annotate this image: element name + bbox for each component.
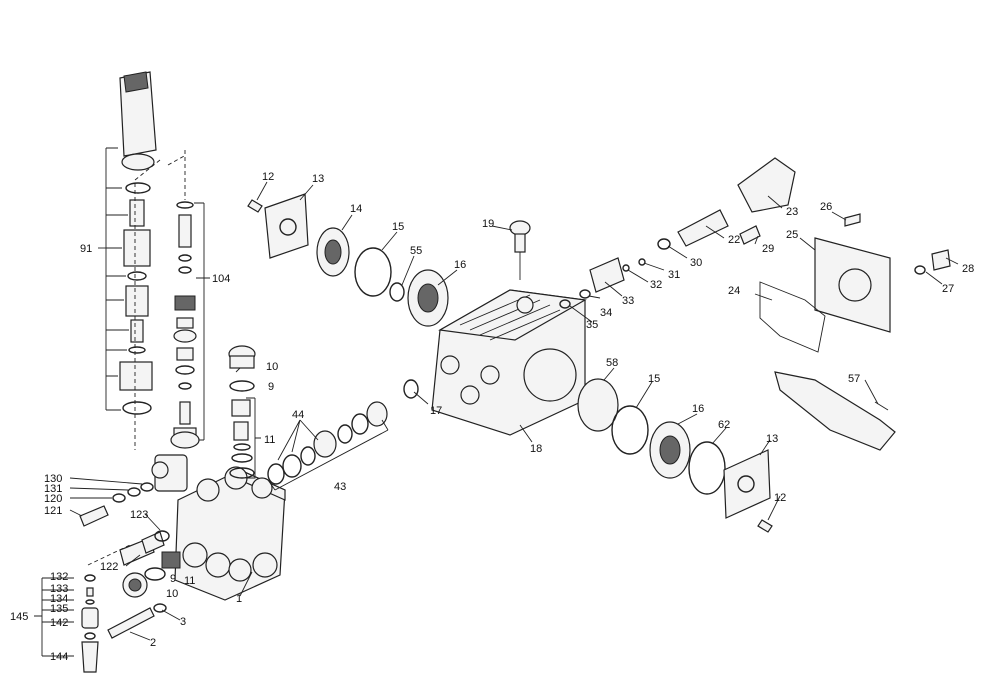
label-10-upper: 10 (266, 361, 278, 373)
label-9-lower: 9 (170, 573, 176, 585)
crankshaft-parts (247, 157, 951, 533)
label-11-lower: 11 (184, 575, 195, 587)
label-122: 122 (100, 561, 118, 573)
label-55: 55 (410, 245, 422, 257)
label-34: 34 (600, 307, 612, 319)
label-14: 14 (350, 203, 362, 215)
label-43: 43 (334, 481, 346, 493)
label-142: 142 (50, 617, 68, 629)
label-31: 31 (668, 269, 680, 281)
label-28: 28 (962, 263, 974, 275)
injector-stack (34, 574, 99, 673)
label-19: 19 (482, 218, 494, 230)
label-25: 25 (786, 229, 798, 241)
label-26: 26 (820, 201, 832, 213)
label-13-upper: 13 (312, 173, 324, 185)
label-104: 104 (212, 273, 230, 285)
label-32: 32 (650, 279, 662, 291)
valve-stack (167, 150, 210, 443)
label-145: 145 (10, 611, 28, 623)
label-62: 62 (718, 419, 730, 431)
label-16-upper: 16 (454, 259, 466, 271)
part-labels: 1 2 3 9 9 10 10 11 11 12 12 13 13 14 15 … (10, 171, 974, 663)
manifold-small-parts (69, 345, 261, 639)
label-29: 29 (762, 243, 774, 255)
label-12-upper: 12 (262, 171, 274, 183)
label-91: 91 (80, 243, 92, 255)
label-16-lower: 16 (692, 403, 704, 415)
label-9-upper: 9 (268, 381, 274, 393)
label-35: 35 (586, 319, 598, 331)
label-10-lower: 10 (166, 588, 178, 600)
label-15-lower: 15 (648, 373, 660, 385)
label-11-upper: 11 (264, 434, 275, 446)
label-131: 131 (44, 483, 62, 495)
label-17: 17 (430, 405, 442, 417)
label-121: 121 (44, 505, 62, 517)
label-1: 1 (236, 593, 242, 605)
label-23: 23 (786, 206, 798, 218)
label-24: 24 (728, 285, 740, 297)
label-123: 123 (130, 509, 148, 521)
unloader-assembly (98, 71, 161, 450)
label-22: 22 (728, 234, 740, 246)
label-18: 18 (530, 443, 542, 455)
label-33: 33 (622, 295, 634, 307)
label-12-lower: 12 (774, 492, 786, 504)
label-134: 134 (50, 593, 68, 605)
seal-kit (267, 401, 389, 491)
label-30: 30 (690, 257, 702, 269)
label-15-upper: 15 (392, 221, 404, 233)
label-27: 27 (942, 283, 954, 295)
label-144: 144 (50, 651, 68, 663)
label-135: 135 (50, 603, 68, 615)
label-120: 120 (44, 493, 62, 505)
label-2: 2 (150, 637, 156, 649)
leader-lines (125, 181, 959, 641)
label-57: 57 (848, 373, 860, 385)
label-132: 132 (50, 571, 68, 583)
label-58: 58 (606, 357, 618, 369)
label-3: 3 (180, 616, 186, 628)
label-44: 44 (292, 409, 304, 421)
label-13-lower: 13 (766, 433, 778, 445)
label-133: 133 (50, 583, 68, 595)
label-130: 130 (44, 473, 62, 485)
crankcase (431, 289, 587, 436)
